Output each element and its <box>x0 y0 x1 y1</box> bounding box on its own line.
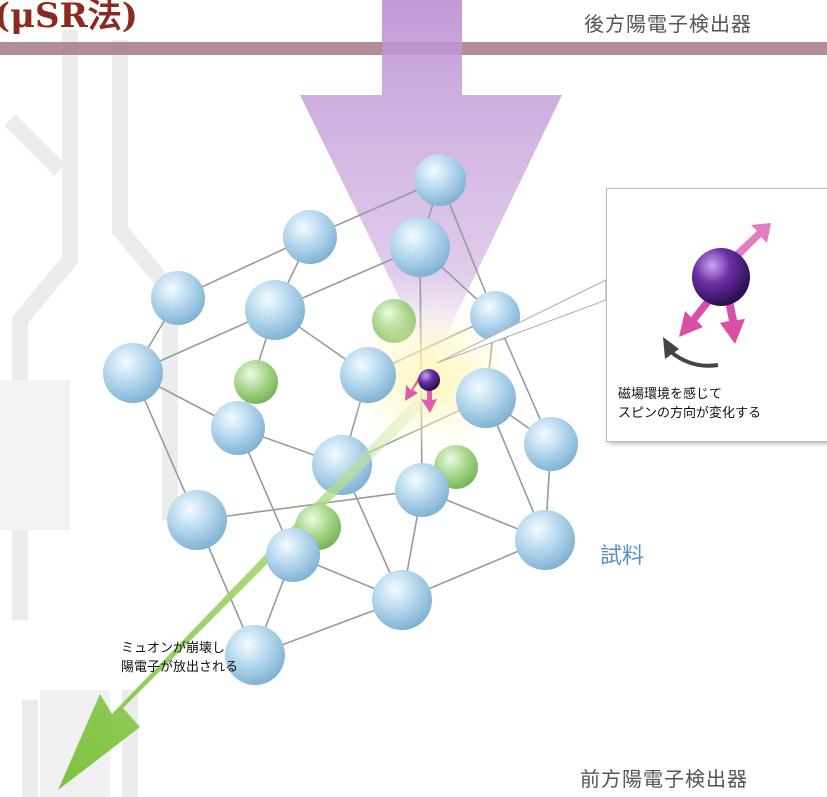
lattice-atom <box>515 510 575 570</box>
lattice-atom <box>390 217 450 277</box>
lattice-atom <box>167 490 227 550</box>
lattice-atom <box>245 280 305 340</box>
decay-label: ミュオンが崩壊し 陽電子が放出される <box>121 641 239 675</box>
page-title: (μSR法) <box>0 0 138 36</box>
spin-illustration <box>663 223 771 368</box>
lattice-atoms-front <box>167 490 575 685</box>
sample-label: 試料 <box>600 544 645 569</box>
lattice-atom <box>372 570 432 630</box>
forward-detector-label: 前方陽電子検出器 <box>580 767 748 791</box>
spin-inset-panel <box>606 188 827 442</box>
spin-change-label: 磁場環境を感じて スピンの方向が変化する <box>618 387 762 421</box>
lattice-atom <box>266 528 320 582</box>
backward-detector-label: 後方陽電子検出器 <box>584 12 752 36</box>
spin-arrow-icon <box>421 385 437 413</box>
lattice-atom <box>524 417 578 471</box>
lattice-atom <box>211 401 265 455</box>
lattice-atom <box>151 271 205 325</box>
muon-particle <box>405 369 440 413</box>
positron-arrow <box>58 370 451 790</box>
lattice-atom <box>414 154 466 206</box>
lattice-atom <box>456 368 516 428</box>
spin-arrow-icon <box>405 378 420 401</box>
rotation-arrow-icon <box>669 350 719 368</box>
lattice-atom <box>283 210 337 264</box>
lattice-atom <box>340 347 396 403</box>
lattice-atom <box>312 435 372 495</box>
muon-particle <box>692 248 750 306</box>
background-block <box>0 380 70 530</box>
lattice-atom <box>225 625 285 685</box>
interstitial-atom <box>234 360 278 404</box>
lattice-atoms-mid <box>103 217 578 517</box>
lattice-atom <box>103 343 163 403</box>
rotation-arrow-icon <box>663 337 679 359</box>
lattice-atom <box>395 463 449 517</box>
